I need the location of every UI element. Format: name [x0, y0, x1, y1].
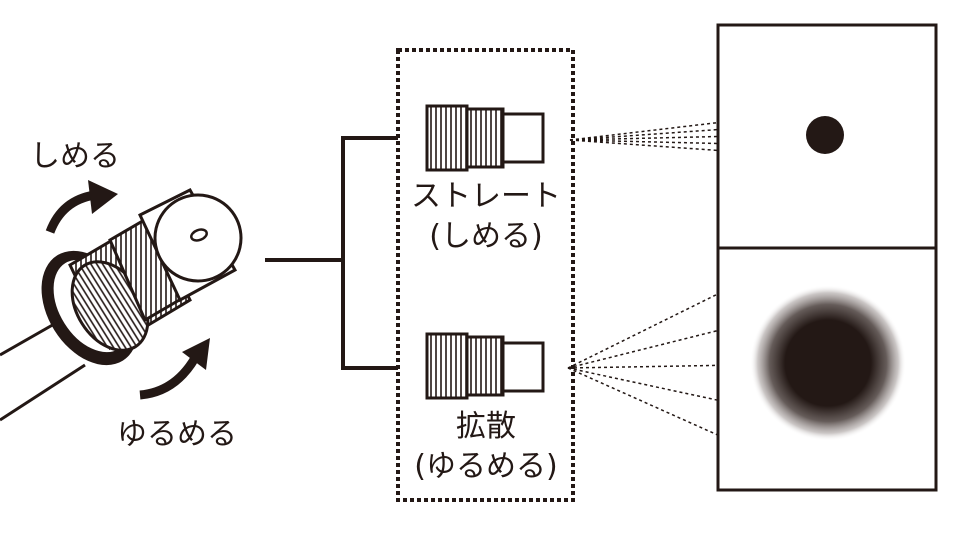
diffuse-nozzle-icon — [425, 332, 545, 400]
straight-label: ストレート — [411, 179, 561, 214]
hose-nozzle — [0, 188, 243, 422]
diffuse-label: 拡散 — [456, 409, 516, 444]
diffuse-spray-spot — [750, 285, 906, 441]
tighten-label: しめる — [30, 139, 120, 174]
straight-spray-spot — [806, 116, 844, 154]
straight-sub-label: (しめる) — [429, 219, 543, 254]
diffuse-sub-label: (ゆるめる) — [414, 449, 558, 484]
loosen-label: ゆるめる — [117, 417, 237, 452]
straight-nozzle-icon — [425, 104, 545, 172]
tighten-arrow — [45, 180, 118, 234]
mode-box — [396, 48, 575, 502]
straight-spray-lines — [569, 119, 741, 153]
diffuse-spray-lines — [567, 282, 741, 446]
loosen-arrow — [139, 338, 210, 400]
bracket-connector — [265, 136, 398, 370]
